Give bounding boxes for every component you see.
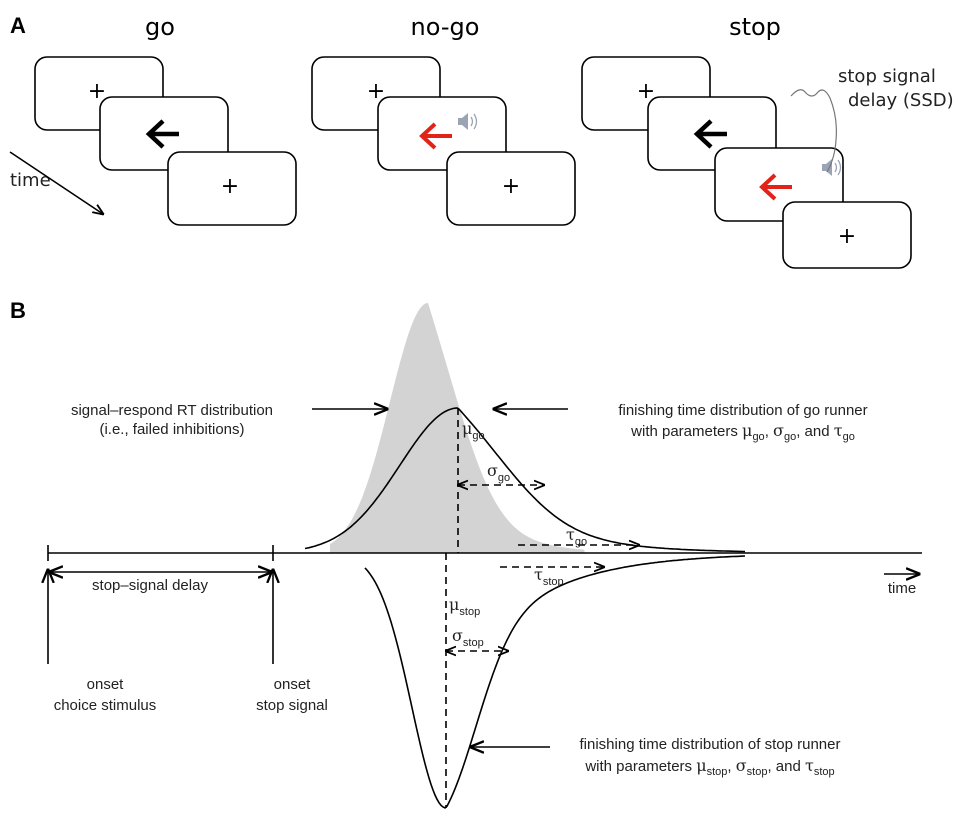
stop-fixation-card-2 xyxy=(782,201,912,269)
go-runner-label-line2: with parameters μgo, σgo, and τgo xyxy=(630,421,855,443)
panel-b-letter: B xyxy=(10,298,26,323)
no-go-fixation-card-2 xyxy=(446,151,576,226)
no-go-speaker-icon xyxy=(458,113,478,130)
time-axis-label: time xyxy=(888,580,916,597)
tau-stop-label: τstop xyxy=(534,565,564,588)
ssd-brace xyxy=(790,89,837,173)
tau-go-label: τgo xyxy=(566,525,587,548)
onset-stop-label-line1: onset xyxy=(274,676,312,693)
sigma-stop-label: σstop xyxy=(452,626,484,649)
sigma-go-label: σgo xyxy=(487,461,510,484)
time-label: time xyxy=(10,170,51,191)
stop-runner-label-line1: finishing time distribution of stop runn… xyxy=(580,736,841,753)
no-go-condition-title: no-go xyxy=(411,13,480,41)
onset-choice-label-line2: choice stimulus xyxy=(54,697,157,714)
go-runner-label-line1: finishing time distribution of go runner xyxy=(618,402,867,419)
no-go-fixation-cross-2: + xyxy=(502,174,520,199)
stop-fixation-cross-2: + xyxy=(838,224,856,249)
onset-stop-label-line2: stop signal xyxy=(256,697,328,714)
stop-runner-distribution-curve xyxy=(364,555,746,809)
go-trial-sequence: + + xyxy=(34,56,297,226)
no-go-red-left-arrow-icon xyxy=(419,122,452,150)
signal-respond-label-line1: signal–respond RT distribution xyxy=(71,402,273,419)
no-go-trial-sequence: + + xyxy=(311,56,576,226)
no-go-fixation-cross-1: + xyxy=(367,79,385,104)
go-condition-title: go xyxy=(145,13,175,41)
signal-respond-label-line2: (i.e., failed inhibitions) xyxy=(99,421,244,438)
onset-choice-label-line1: onset xyxy=(87,676,125,693)
stop-trial-sequence: + + xyxy=(581,56,912,269)
stop-runner-label-line2: with parameters μstop, σstop, and τstop xyxy=(584,756,834,778)
stop-fixation-cross-1: + xyxy=(637,79,655,104)
mu-go-label: μgo xyxy=(462,419,485,442)
time-arrow xyxy=(9,151,103,214)
signal-respond-rt-distribution-shaded xyxy=(330,303,585,553)
stop-condition-title: stop xyxy=(729,13,781,41)
stop-signal-delay-label: stop–signal delay xyxy=(92,577,208,594)
mu-stop-label: μstop xyxy=(449,595,480,618)
go-fixation-cross-2: + xyxy=(221,174,239,199)
go-left-arrow-icon xyxy=(145,119,179,149)
stop-left-arrow-icon xyxy=(693,119,727,149)
go-fixation-cross-1: + xyxy=(88,79,106,104)
ssd-label-line2: delay (SSD) xyxy=(848,90,954,111)
panel-a-letter: A xyxy=(10,13,26,38)
ssd-label-line1: stop signal xyxy=(838,66,936,87)
stop-red-left-arrow-icon xyxy=(759,173,792,201)
go-fixation-card-2 xyxy=(167,151,297,226)
